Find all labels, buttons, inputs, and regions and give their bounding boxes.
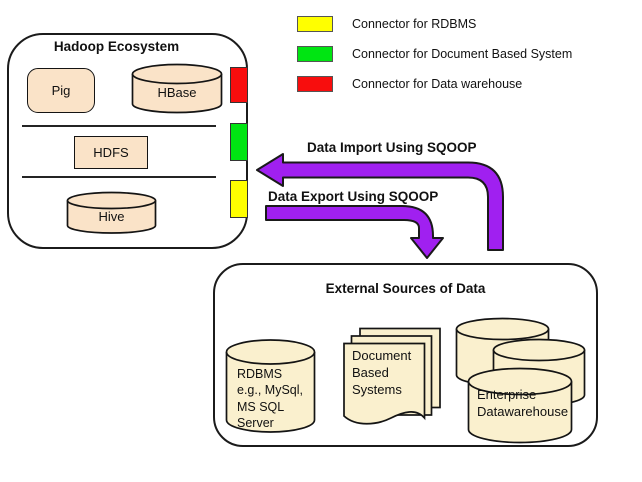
divider-line (22, 176, 216, 178)
legend-item-rdbms: Connector for RDBMS (297, 14, 476, 34)
hive-label: Hive (98, 209, 125, 224)
hdfs-node: HDFS (74, 136, 148, 169)
pig-label: Pig (51, 83, 71, 98)
hdfs-label: HDFS (93, 145, 129, 160)
import-arrow-label: Data Import Using SQOOP (307, 140, 477, 155)
hbase-node: HBase (131, 63, 223, 114)
export-arrow-label: Data Export Using SQOOP (268, 189, 439, 204)
hive-cylinder-icon (66, 191, 157, 234)
document-systems-node: Document Based Systems (343, 327, 442, 428)
legend-label: Connector for RDBMS (352, 17, 477, 31)
cylinder-top (66, 191, 157, 210)
legend-swatch-green (297, 46, 333, 62)
hbase-label: HBase (157, 85, 197, 100)
document-stack-icon (343, 327, 441, 425)
legend-swatch-yellow (297, 16, 333, 32)
document-systems-label: Document Based Systems (352, 348, 412, 397)
rdbms-connector-swatch (230, 180, 248, 218)
cylinder-body (66, 200, 157, 234)
cylinder-top (131, 63, 223, 85)
enterprise-datawarehouse-label: Enterprise Datawarehouse (477, 387, 569, 419)
warehouse-cylinders-icon (455, 317, 586, 444)
document-page-front (343, 342, 426, 425)
rdbms-cylinder-icon (225, 339, 316, 433)
legend-label: Connector for Document Based System (352, 47, 573, 61)
rdbms-node: RDBMS e.g., MySql, MS SQL Server (225, 339, 316, 434)
legend-swatch-red (297, 76, 333, 92)
cylinder-body (225, 352, 316, 433)
cylinder-body (131, 74, 223, 114)
hbase-cylinder-icon (131, 63, 223, 114)
legend-item-document: Connector for Document Based System (297, 44, 572, 64)
document-connector-swatch (230, 123, 248, 161)
rdbms-label: RDBMS e.g., MySql, MS SQL Server (237, 367, 303, 430)
divider-line (22, 125, 216, 127)
export-arrow (265, 205, 444, 259)
hive-node: Hive (66, 191, 157, 234)
legend-label: Connector for Data warehouse (352, 77, 523, 91)
cylinder-top (225, 339, 316, 365)
legend-item-warehouse: Connector for Data warehouse (297, 74, 522, 94)
warehouse-connector-swatch (230, 67, 248, 103)
enterprise-datawarehouse-node: Enterprise Datawarehouse (455, 312, 588, 445)
external-sources-title: External Sources of Data (325, 281, 486, 296)
pig-node: Pig (27, 68, 95, 113)
hadoop-ecosystem-title: Hadoop Ecosystem (53, 39, 180, 54)
warehouse-cylinder-front (467, 367, 573, 444)
